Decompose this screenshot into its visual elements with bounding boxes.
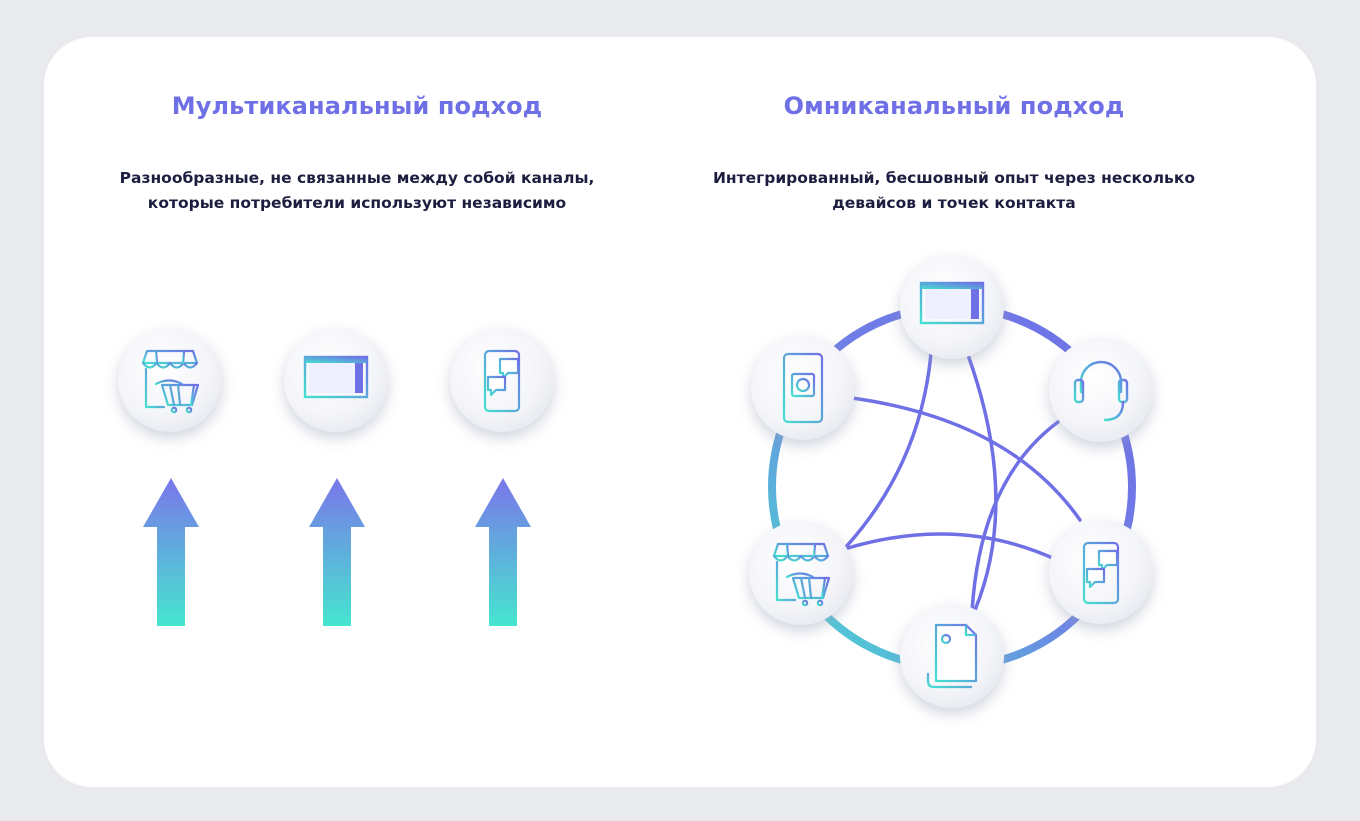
multichannel-monitor-node [284,328,388,432]
omnichannel-phone-camera-node [751,336,855,440]
multichannel-title: Мультиканальный подход [171,92,543,120]
omnichannel-description-line: девайсов и точек контакта [832,194,1076,212]
omnichannel-document-node [900,604,1004,708]
monitor-icon [919,281,985,332]
omnichannel-connections [843,338,1082,614]
multichannel-description-line: которые потребители используют независим… [147,194,567,212]
omnichannel-monitor-node [900,255,1004,359]
multichannel-description-line: Разнообразные, не связанные между собой … [119,169,595,187]
omnichannel-description-line: Интегрированный, бесшовный опыт через не… [712,169,1196,187]
up-arrow-icon [309,478,365,626]
up-arrow-icon [143,478,199,626]
document-icon [926,623,978,689]
omnichannel-description: Интегрированный, бесшовный опыт через не… [644,166,1264,216]
monitor-icon [303,355,369,406]
multichannel-description: Разнообразные, не связанные между собой … [47,166,667,216]
multichannel-phone-node [450,328,554,432]
omnichannel-store-node [749,521,853,625]
omnichannel-headset-node [1049,338,1153,442]
omnichannel-phone-chat-node [1049,520,1153,624]
multichannel-store-node [118,328,222,432]
up-arrow-icon [475,478,531,626]
omnichannel-title: Омниканальный подход [783,92,1125,120]
